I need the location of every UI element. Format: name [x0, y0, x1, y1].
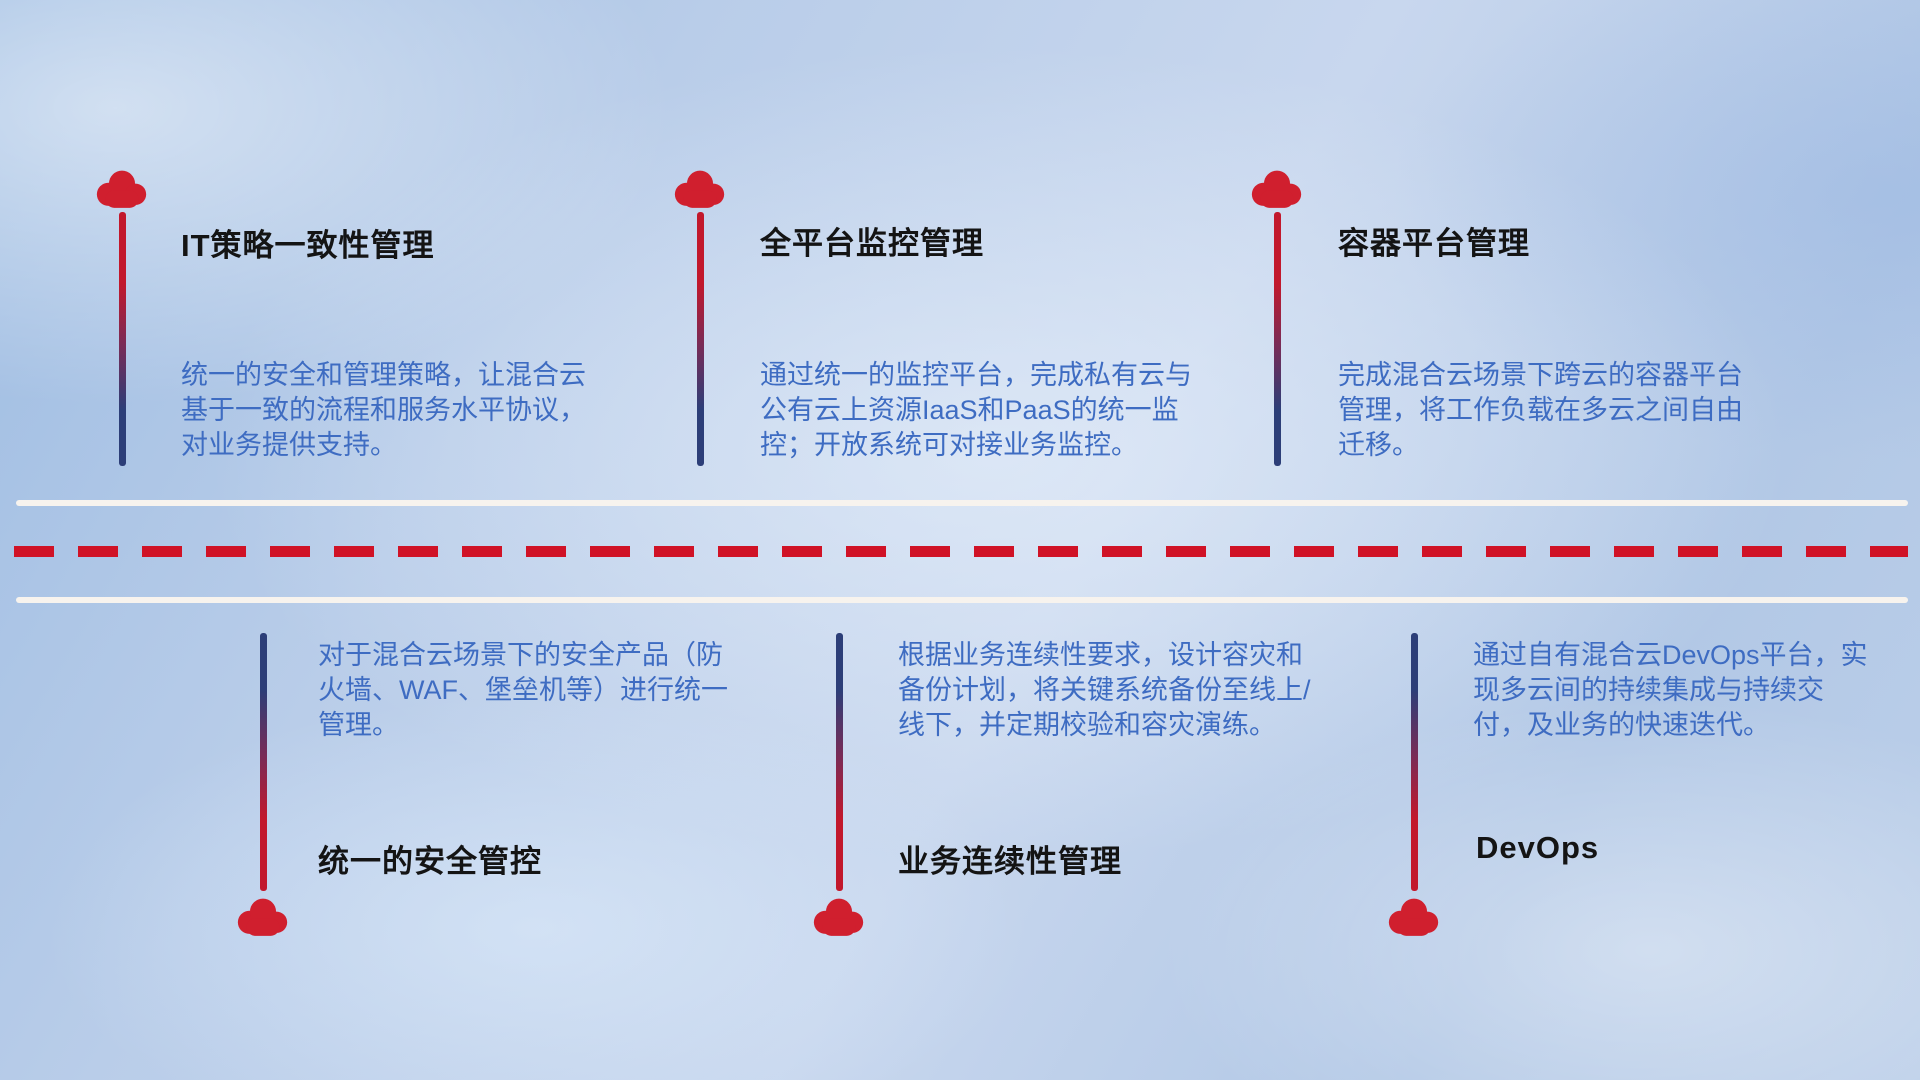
- cloud-icon: [93, 168, 151, 209]
- item-description: 完成混合云场景下跨云的容器平台管理，将工作负载在多云之间自由迁移。: [1338, 360, 1743, 460]
- timeline-connector-line: [836, 633, 843, 891]
- timeline-connector-line: [697, 212, 704, 466]
- timeline-connector-line: [1411, 633, 1418, 891]
- divider-line-bottom: [16, 597, 1908, 603]
- timeline-connector-line: [260, 633, 267, 891]
- item-title: 容器平台管理: [1338, 226, 1530, 261]
- item-description: 统一的安全和管理策略，让混合云基于一致的流程和服务水平协议，对业务提供支持。: [181, 360, 586, 460]
- item-title: 全平台监控管理: [760, 226, 984, 261]
- item-title: 统一的安全管控: [318, 844, 542, 879]
- cloud-icon: [671, 168, 729, 209]
- item-title: DevOps: [1476, 830, 1600, 865]
- item-description: 对于混合云场景下的安全产品（防火墙、WAF、堡垒机等）进行统一管理。: [318, 640, 728, 740]
- item-description: 通过自有混合云DevOps平台，实现多云间的持续集成与持续交付，及业务的快速迭代…: [1473, 640, 1868, 740]
- cloud-icon: [1385, 896, 1443, 937]
- cloud-icon: [1248, 168, 1306, 209]
- timeline-connector-line: [119, 212, 126, 466]
- item-description: 通过统一的监控平台，完成私有云与公有云上资源IaaS和PaaS的统一监控；开放系…: [760, 360, 1192, 460]
- item-description: 根据业务连续性要求，设计容灾和备份计划，将关键系统备份至线上/线下，并定期校验和…: [898, 640, 1311, 740]
- item-title: IT策略一致性管理: [181, 228, 435, 263]
- dashed-road-line: [14, 546, 1908, 557]
- cloud-icon: [810, 896, 868, 937]
- divider-line-top: [16, 500, 1908, 506]
- item-title: 业务连续性管理: [898, 844, 1122, 879]
- cloud-icon: [234, 896, 292, 937]
- timeline-connector-line: [1274, 212, 1281, 466]
